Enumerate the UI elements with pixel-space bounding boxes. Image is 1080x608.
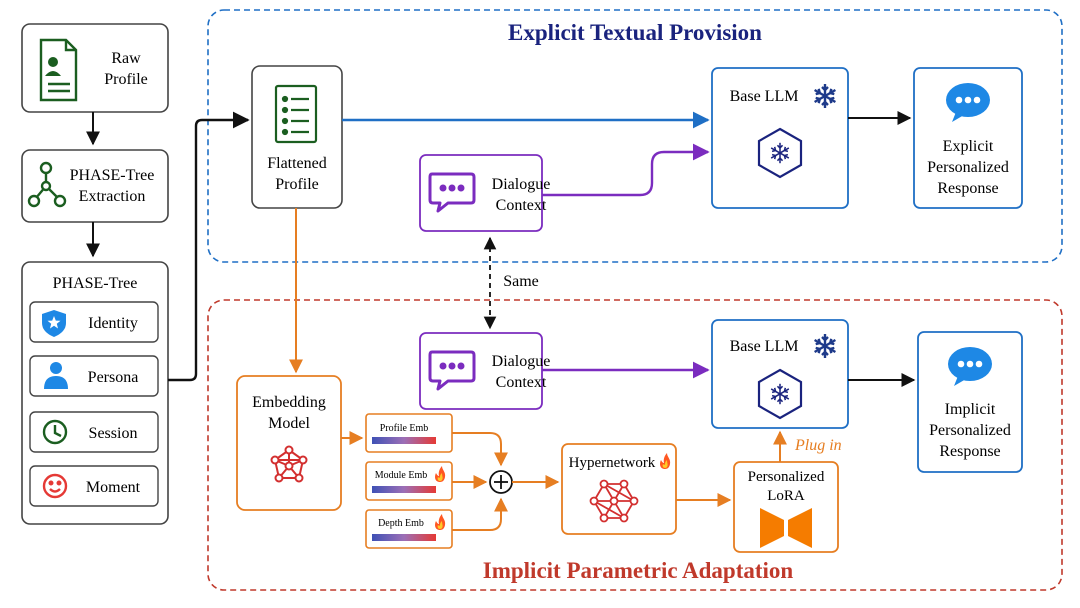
dialogue-top-label-2: Context [496,197,547,214]
tree-item-moment: Moment [29,465,159,507]
same-label: Same [503,273,539,290]
implicit-region [207,299,1063,591]
implicit-label-3: Response [939,443,1000,460]
dialogue-top-label-1: Dialogue [492,176,551,193]
embedding-model-box: Embedding Model [236,375,342,511]
lora-label-2: LoRA [767,488,805,504]
arrow-profile-emb-to-sum [452,432,508,467]
embedding-vector [372,437,436,444]
implicit-region-title: Implicit Parametric Adaptation [483,558,794,583]
flattened-profile-box: Flattened Profile [251,65,343,209]
emb-label: Depth Emb [378,518,424,529]
profile-emb-card: Profile Emb [365,413,453,453]
frozen-model-icon [757,127,803,179]
tree-item-label: Moment [86,479,141,496]
extraction-label-1: PHASE-Tree [70,167,155,184]
arrow-dialogue-to-llm-top [542,143,710,197]
tree-icon [27,161,67,208]
implicit-label-1: Implicit [945,401,996,418]
explicit-region-title: Explicit Textual Provision [508,20,762,45]
dialogue-bottom-label-2: Context [496,374,547,391]
dialogue-bottom-label-1: Dialogue [492,353,551,370]
explicit-response-box: Explicit Personalized Response [913,67,1023,209]
document-person-icon [39,38,78,102]
arrow-depth-emb-to-sum [452,497,508,531]
phase-tree-box: PHASE-Tree Identity Persona Session [21,261,169,525]
raw-profile-box: Raw Profile [21,23,169,113]
plug-in-label: Plug in [794,437,842,454]
flattened-label-1: Flattened [267,155,327,172]
phase-tree-title: PHASE-Tree [53,275,138,292]
embedding-vector [372,534,436,541]
emb-label: Module Emb [375,470,428,481]
tree-item-session: Session [29,411,159,453]
hypernetwork-box: Hypernetwork [561,443,677,535]
raw-profile-label-1: Raw [111,50,141,67]
embedding-label-2: Model [268,415,310,432]
dialogue-context-top-box: Dialogue Context [419,154,551,232]
implicit-response-box: Implicit Personalized Response [917,331,1023,473]
module-emb-card: Module Emb [365,461,453,501]
embedding-label-1: Embedding [252,394,326,411]
list-document-icon [274,84,318,144]
frozen-model-icon [757,368,803,420]
implicit-label-2: Personalized [929,422,1011,439]
tree-item-label: Session [89,425,138,442]
lora-adapter-icon [760,508,812,548]
explicit-label-3: Response [937,180,998,197]
tree-item-persona: Persona [29,355,159,397]
base-llm-bottom-label: Base LLM [730,338,799,355]
flattened-label-2: Profile [275,176,319,193]
personalized-lora-box: Personalized LoRA [733,461,839,553]
clock-icon [42,419,68,445]
base-llm-bottom-box: Base LLM [711,319,849,429]
tree-item-label: Persona [88,369,139,386]
explicit-region [207,9,1063,263]
smiley-icon [42,473,68,499]
dialogue-context-bottom-box: Dialogue Context [419,332,551,410]
neural-network-icon [589,479,639,523]
base-llm-top-box: Base LLM [711,67,849,209]
explicit-label-1: Explicit [943,138,994,155]
arrow-tree-to-flattened [168,111,250,382]
hypernetwork-label: Hypernetwork [569,455,656,471]
extraction-label-2: Extraction [79,188,146,205]
shield-star-icon [42,310,66,337]
tree-item-label: Identity [88,315,138,332]
person-icon [44,362,68,389]
emb-label: Profile Emb [380,423,429,434]
lora-label-1: Personalized [748,469,825,485]
tree-item-identity: Identity [29,301,159,343]
extraction-box: PHASE-Tree Extraction [21,149,169,223]
explicit-label-2: Personalized [927,159,1009,176]
depth-emb-card: Depth Emb [365,509,453,549]
sum-operator-icon [489,470,513,494]
raw-profile-label-2: Profile [104,71,148,88]
embedding-vector [372,486,436,493]
base-llm-top-label: Base LLM [730,88,799,105]
